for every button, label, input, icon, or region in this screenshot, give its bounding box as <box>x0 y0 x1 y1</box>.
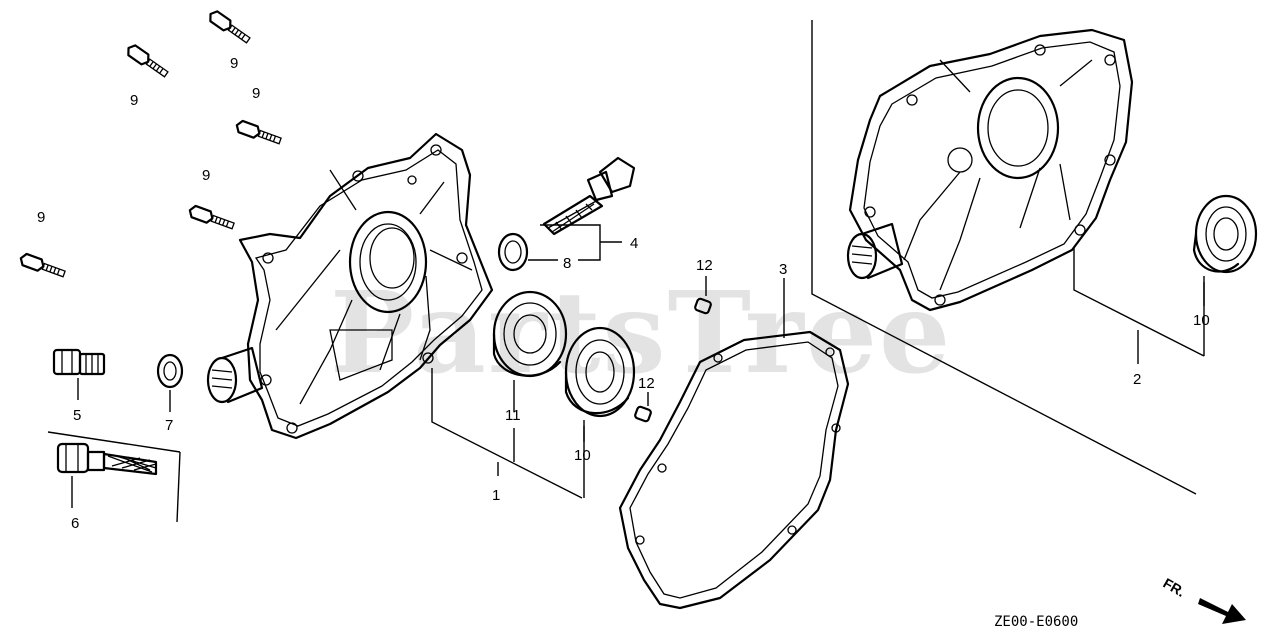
callout-7: 7 <box>165 417 173 434</box>
leader-group-1 <box>431 368 585 499</box>
dowel-pin-12-a[interactable] <box>694 297 712 315</box>
dowel-pin-12-b[interactable] <box>634 405 652 423</box>
crankcase-2[interactable] <box>846 28 1134 312</box>
front-arrow-icon <box>1198 598 1246 624</box>
bolt-9-d[interactable] <box>188 204 235 232</box>
front-label: FR. <box>1161 575 1189 600</box>
washer-7[interactable] <box>156 353 184 389</box>
callout-4: 4 <box>630 235 638 252</box>
diagram-code: ZE00-E0600 <box>994 614 1078 630</box>
oil-seal-8[interactable] <box>497 232 529 272</box>
callout-9-c: 9 <box>252 85 260 102</box>
drain-plug-5[interactable] <box>52 348 106 376</box>
bolt-9-a[interactable] <box>125 43 170 79</box>
callout-9-a: 9 <box>130 92 138 109</box>
callout-12-a: 12 <box>696 257 713 274</box>
leader-8-4 <box>528 224 622 261</box>
leader-group-2 <box>1073 248 1205 364</box>
crankcase-cover-1[interactable] <box>206 132 494 440</box>
callout-6: 6 <box>71 515 79 532</box>
bearing-10-right[interactable] <box>1192 194 1258 274</box>
bolt-9-b[interactable] <box>207 9 252 45</box>
callout-9-b: 9 <box>230 55 238 72</box>
callout-2: 2 <box>1133 371 1141 388</box>
callout-12-b: 12 <box>638 375 655 392</box>
case-frame-lines <box>811 20 1197 495</box>
bearing-11[interactable] <box>492 290 568 378</box>
bolt-9-e[interactable] <box>19 252 66 280</box>
callout-8: 8 <box>563 255 571 272</box>
callout-11: 11 <box>505 407 521 424</box>
callout-5: 5 <box>73 407 81 424</box>
oil-sensor-4[interactable] <box>542 156 636 236</box>
front-direction-indicator: FR. <box>1161 575 1246 624</box>
callout-10-right: 10 <box>1193 312 1210 329</box>
callout-3: 3 <box>779 261 787 278</box>
bearing-10-left[interactable] <box>564 326 636 418</box>
callout-1: 1 <box>492 487 500 504</box>
callout-9-d: 9 <box>202 167 210 184</box>
dipstick-plug-6[interactable] <box>47 431 181 523</box>
gasket-3[interactable] <box>618 330 850 610</box>
bolt-9-c[interactable] <box>235 119 282 147</box>
callout-9-e: 9 <box>37 209 45 226</box>
callout-10-left: 10 <box>574 447 591 464</box>
